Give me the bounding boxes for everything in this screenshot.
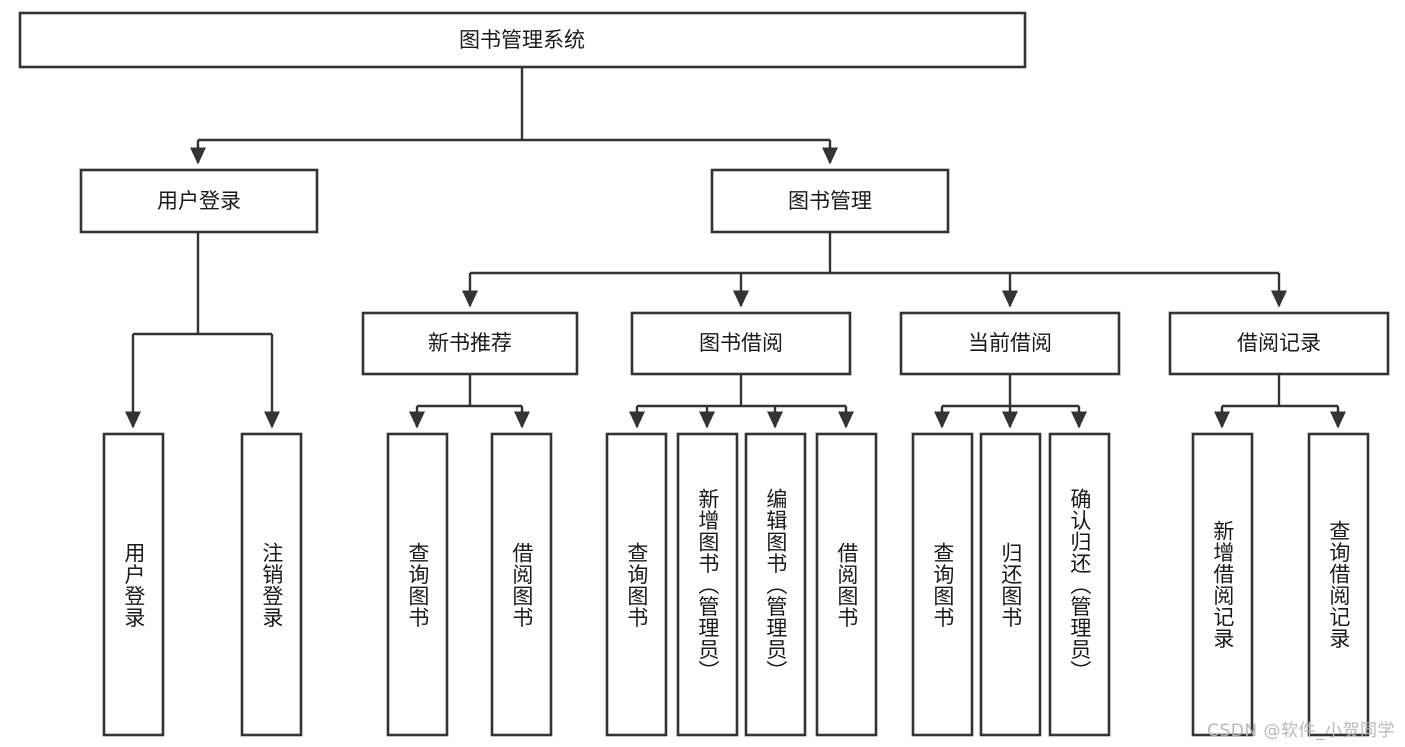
node-leaf-new-book-0[interactable] [386, 432, 449, 737]
node-book-borrow-label: 图书借阅 [699, 331, 783, 355]
node-book-borrow[interactable] [630, 311, 852, 376]
node-root[interactable] [18, 11, 1027, 69]
connector-group-new-book [408, 374, 531, 429]
node-leaf-current-borrow-0[interactable] [911, 432, 974, 737]
node-leaf-new-book-1[interactable] [490, 432, 553, 737]
node-leaf-book-borrow-2[interactable] [744, 432, 807, 737]
node-book-management[interactable] [710, 168, 950, 234]
node-user-login[interactable] [79, 168, 319, 234]
node-new-book-recommend[interactable] [361, 311, 579, 376]
node-borrow-record[interactable] [1168, 311, 1390, 376]
csdn-watermark: CSDN @软件_小贺同学 [1207, 721, 1395, 741]
node-leaf-current-borrow-1[interactable] [979, 432, 1042, 737]
node-leaf-book-borrow-0[interactable] [605, 432, 668, 737]
connector-group-current-borrow [933, 374, 1088, 429]
node-leaf-borrow-record-0[interactable] [1191, 432, 1254, 737]
node-current-borrow[interactable] [899, 311, 1121, 376]
connector-group-book-mgmt [461, 232, 1288, 308]
node-leaf-current-borrow-2[interactable] [1048, 432, 1111, 737]
node-user-login-label: 用户登录 [157, 189, 241, 213]
connector-group-borrow-record [1213, 374, 1347, 429]
node-leaf-borrow-record-1[interactable] [1307, 432, 1370, 737]
connector-group-book-borrow [628, 374, 855, 429]
connector-group-user-login [124, 232, 281, 429]
connector-group-root [189, 67, 839, 165]
node-leaf-user-login-0[interactable] [102, 432, 165, 737]
node-borrow-record-label: 借阅记录 [1237, 331, 1321, 355]
node-root-label: 图书管理系统 [459, 28, 585, 52]
node-new-book-recommend-label: 新书推荐 [428, 331, 512, 355]
node-leaf-book-borrow-1[interactable] [676, 432, 739, 737]
node-leaf-book-borrow-3[interactable] [815, 432, 878, 737]
node-book-management-label: 图书管理 [788, 189, 872, 213]
node-current-borrow-label: 当前借阅 [968, 331, 1052, 355]
node-leaf-user-login-1[interactable] [240, 432, 303, 737]
